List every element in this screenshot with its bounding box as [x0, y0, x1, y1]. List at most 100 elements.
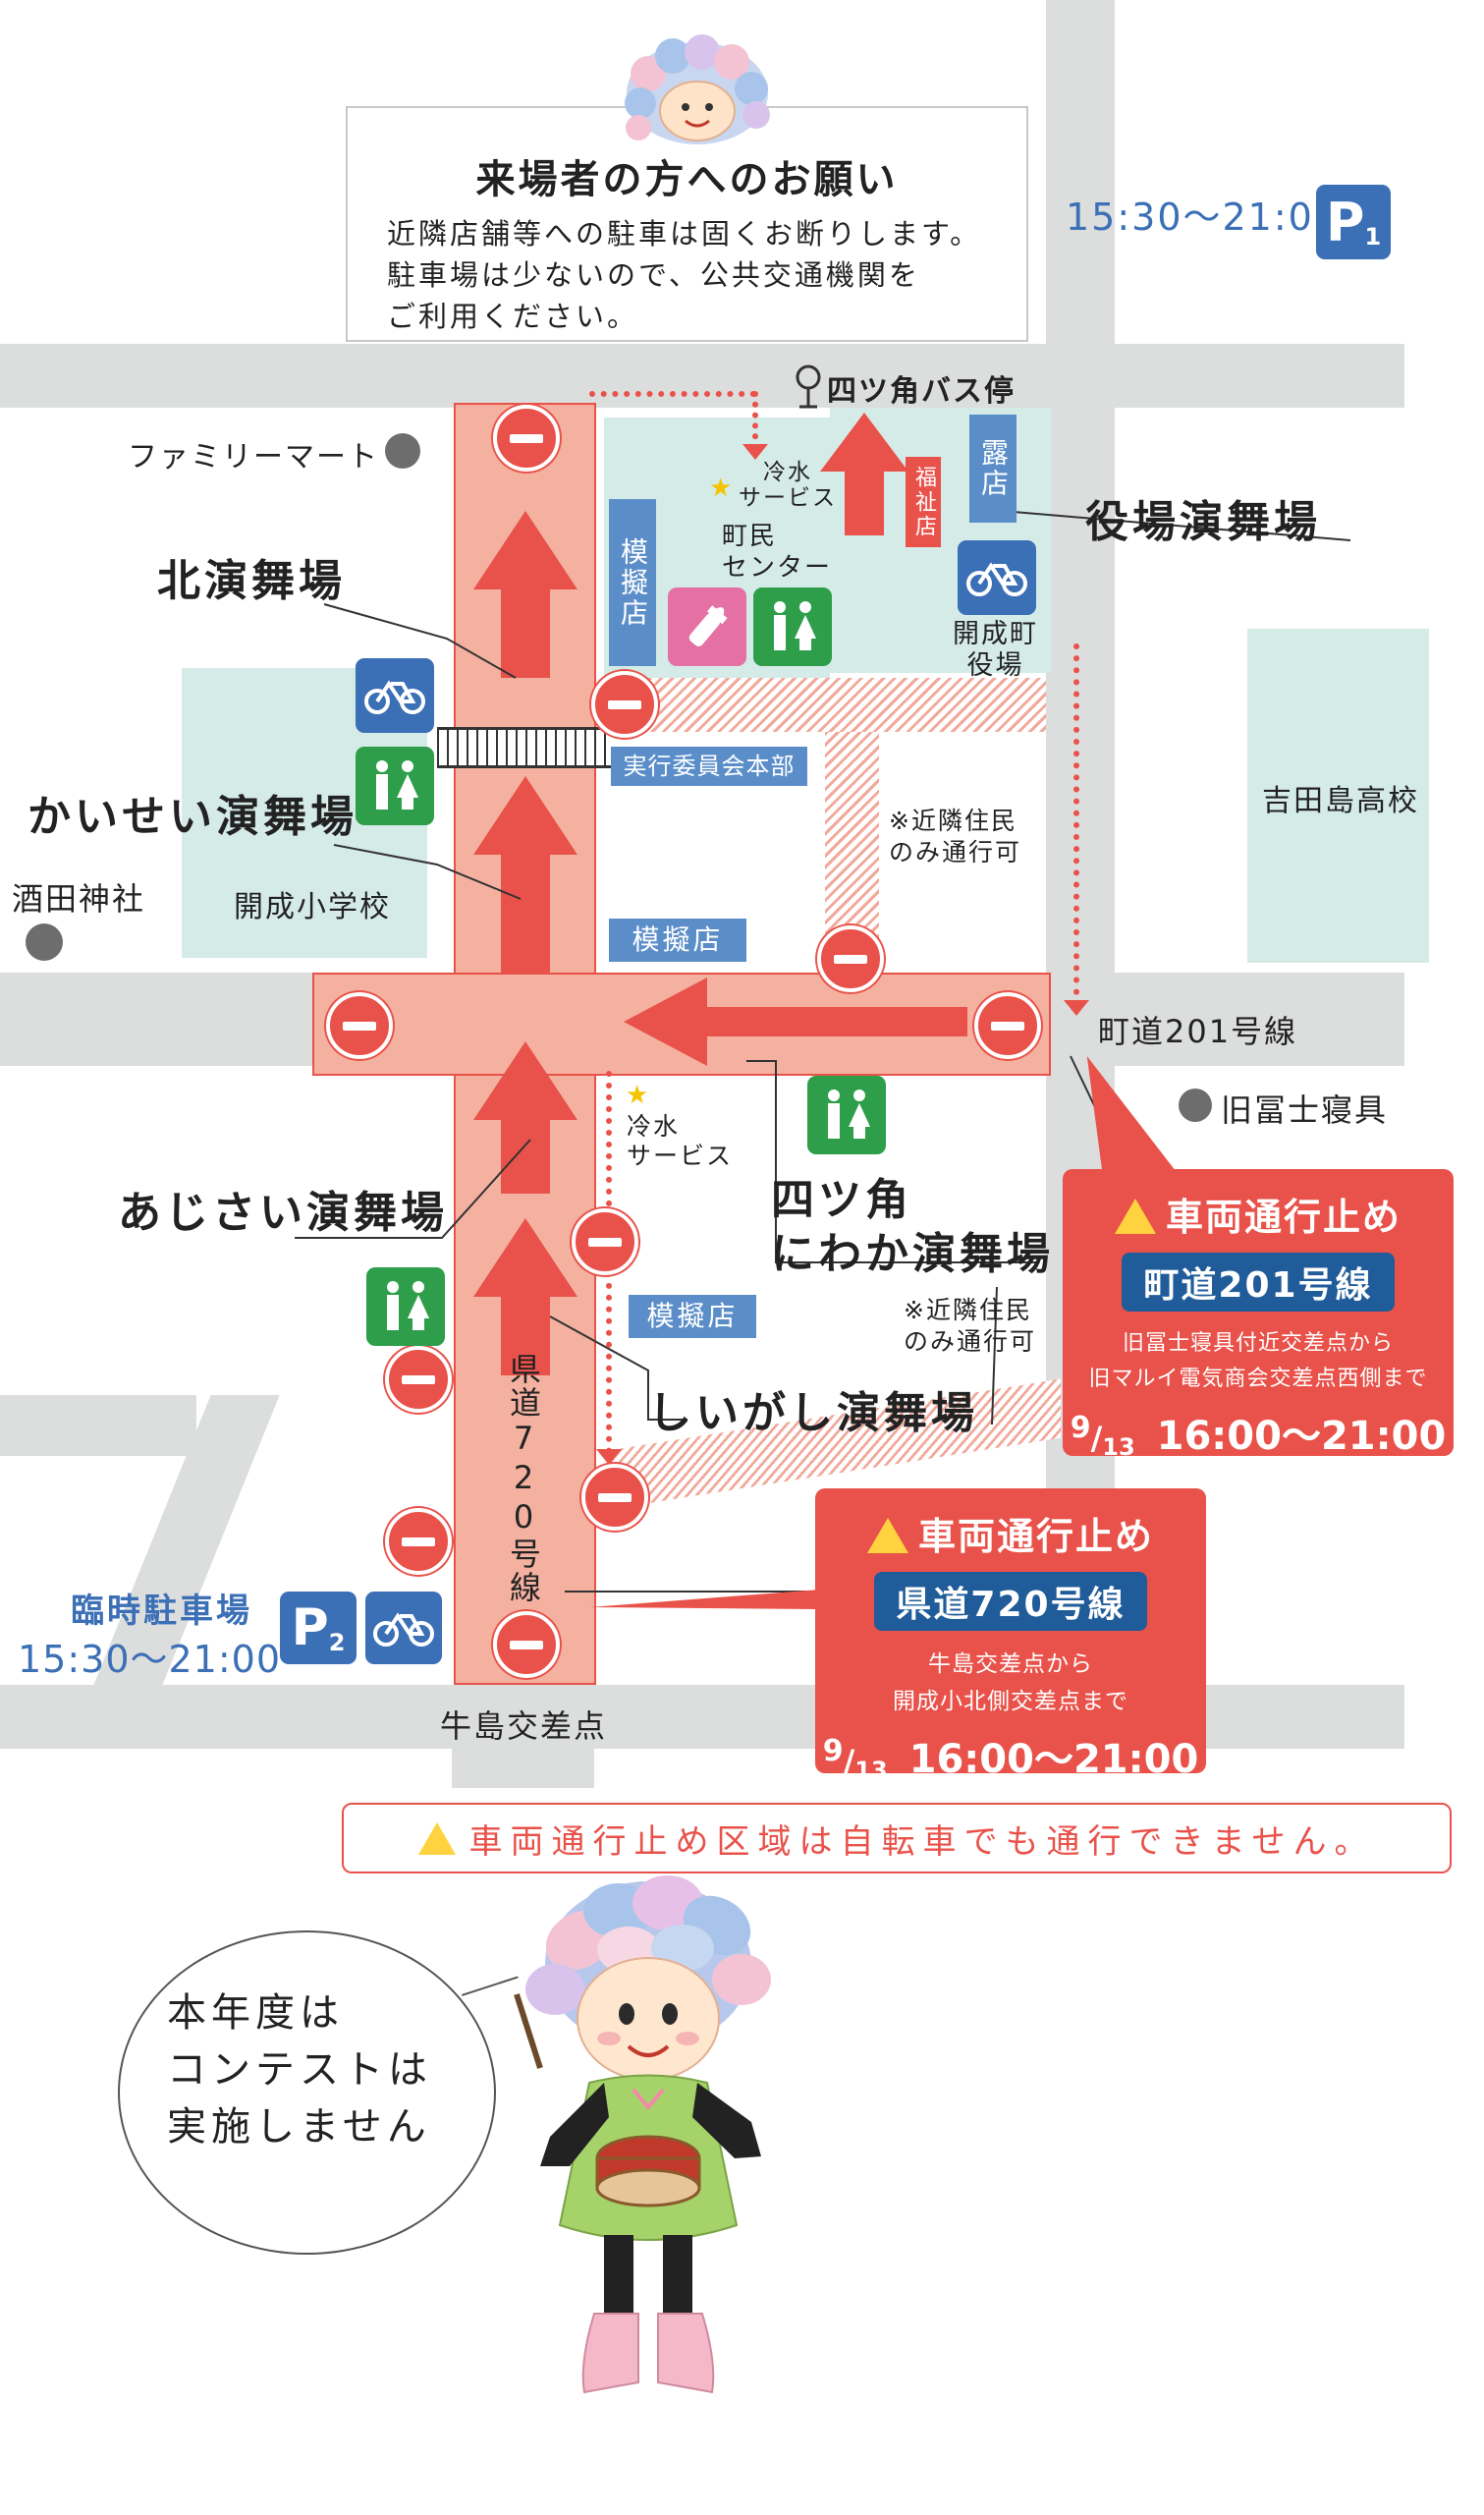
arrow-north-office — [820, 413, 908, 535]
road-top-horizontal — [0, 344, 1404, 408]
date-day: 13 — [1102, 1433, 1135, 1461]
restroom-icon — [366, 1267, 445, 1346]
bicycle-parking-icon — [365, 1592, 442, 1664]
notice-line: 近隣店舗等への駐車は固くお断りします。 — [387, 217, 982, 251]
route-dotted-bus — [589, 391, 756, 397]
closure-desc: 旧マルイ電気商会交差点西側まで — [1088, 1367, 1428, 1391]
stage-niwaka-label: にわか演舞場 — [771, 1229, 1054, 1279]
star-icon: ★ — [626, 1081, 649, 1110]
notice-line: ご利用ください。 — [387, 300, 639, 333]
mogi-stall-vertical: 模擬店 — [609, 499, 656, 666]
stage-shiigashi-label: しいがし演舞場 — [648, 1388, 978, 1438]
arrow-north-2 — [473, 776, 577, 973]
restroom-icon — [356, 747, 434, 825]
no-entry-sign — [385, 1346, 452, 1413]
closure-datetime: 9/13 16:00〜21:00 — [1070, 1411, 1447, 1461]
arrow-west-201 — [624, 978, 967, 1066]
pedestrian-bridge — [437, 727, 614, 768]
yoshidajima-high-label: 吉田島高校 — [1262, 784, 1419, 818]
block-yoshidajima-high — [1247, 629, 1429, 963]
closure-alert-720: 車両通行止め 県道720号線 牛島交差点から 開成小北側交差点まで 9/13 1… — [815, 1488, 1206, 1784]
bus-stop-label: 四ツ角バス停 — [827, 374, 1016, 409]
speech-line: 実施しません — [167, 2104, 431, 2150]
notice-line: 駐車場は少ないので、公共交通機関を — [387, 258, 920, 292]
closure-alert-title-row: 車両通行止め — [815, 1506, 1206, 1560]
arrow-north-1 — [473, 511, 577, 678]
mogi-stall-2: 模擬店 — [629, 1295, 756, 1338]
closure-time: 16:00〜21:00 — [1156, 1414, 1447, 1459]
bicycle-parking-icon — [958, 540, 1036, 615]
route-dotted-office-arrowhead — [1064, 1000, 1089, 1016]
speech-text: 本年度は コンテストは 実施しません — [167, 1984, 432, 2155]
stage-yotsukado-label: 四ツ角 — [771, 1175, 912, 1225]
parking-number: 2 — [328, 1629, 346, 1656]
parking-2-title: 臨時駐車場 — [71, 1592, 252, 1631]
restroom-icon — [753, 587, 832, 666]
date-month: 9 — [822, 1734, 844, 1768]
arrow-north-4 — [473, 1218, 577, 1375]
date-month: 9 — [1070, 1411, 1091, 1445]
route-dotted-bus-down — [752, 391, 758, 450]
kaisei-school-label: 開成小学校 — [234, 890, 391, 924]
familymart-dot — [385, 433, 420, 469]
familymart-label: ファミリーマート — [128, 440, 379, 475]
residents-only-2: ※近隣住民 のみ通行可 — [904, 1296, 1037, 1356]
stage-kita-label: 北演舞場 — [157, 556, 346, 606]
arrow-north-3 — [473, 1041, 577, 1194]
kyufuji-dot — [1179, 1089, 1212, 1122]
no-entry-sign — [817, 925, 884, 992]
sakata-shrine-label: 酒田神社 — [12, 880, 146, 918]
bicycle-parking-icon — [356, 658, 434, 733]
notice-title: 来場者の方へのお願い — [475, 157, 899, 202]
water-service-2: 冷水 サービス — [627, 1112, 734, 1170]
bicycle-notice-text: 車両通行止め区域は自転車でも通行できません。 — [468, 1821, 1376, 1862]
mogi-stall-1: 模擬店 — [609, 919, 746, 962]
no-entry-sign — [326, 992, 393, 1059]
route-dotted-office — [1073, 643, 1079, 1007]
warning-icon — [1114, 1199, 1156, 1234]
stage-yakuba-label: 役場演舞場 — [1085, 497, 1321, 547]
no-entry-sign — [493, 405, 560, 472]
speech-bubble — [118, 1930, 496, 2255]
closure-road-pill: 町道201号線 — [1122, 1253, 1395, 1312]
warning-icon — [866, 1518, 908, 1553]
visitor-notice-box: 来場者の方へのお願い 近隣店舗等への駐車は固くお断りします。 駐車場は少ないので… — [346, 106, 1028, 342]
restroom-icon — [807, 1076, 886, 1154]
route-720-vertical-label: 県道720号線 — [505, 1353, 542, 1604]
closure-datetime: 9/13 16:00〜21:00 — [822, 1734, 1199, 1784]
no-entry-sign — [385, 1508, 452, 1575]
parking-letter: P — [291, 1598, 329, 1657]
ushijima-label: 牛島交差点 — [440, 1707, 608, 1745]
stage-ajisai-label: あじさい演舞場 — [118, 1188, 448, 1238]
fukushi-box: 福祉店 — [906, 457, 941, 547]
closure-alert-title-row: 車両通行止め — [1063, 1187, 1454, 1241]
hatch-residents-horizontal — [604, 678, 1046, 732]
closure-title: 車両通行止め — [1165, 1196, 1402, 1239]
route-dotted-bus-arrowhead — [742, 444, 768, 460]
no-entry-sign — [974, 992, 1041, 1059]
no-entry-sign — [493, 1611, 560, 1678]
bicycle-notice-box: 車両通行止め区域は自転車でも通行できません。 — [342, 1803, 1452, 1873]
town-center-label: 町民 センター — [722, 522, 833, 583]
route-dotted-shiigashi-arrowhead — [596, 1449, 622, 1465]
roten-box: 露店 — [969, 415, 1017, 523]
closure-road-pill: 県道720号線 — [874, 1572, 1147, 1631]
sakata-shrine-dot — [26, 923, 63, 961]
closure-title: 車両通行止め — [917, 1515, 1154, 1558]
road-left-stub — [0, 1395, 196, 1456]
direction-arrows — [295, 413, 1351, 1593]
closure-desc: 旧冨士寝具付近交差点から — [1122, 1331, 1394, 1356]
mascot-head-icon — [625, 34, 770, 144]
no-entry-sign — [591, 671, 658, 738]
closure-desc: 開成小北側交差点まで — [893, 1689, 1128, 1714]
baby-bottle-icon — [668, 587, 746, 666]
closure-desc: 牛島交差点から — [928, 1651, 1093, 1677]
warning-icon — [417, 1821, 456, 1855]
hq-box: 実行委員会本部 — [611, 747, 807, 786]
closure-alert-201: 車両通行止め 町道201号線 旧冨士寝具付近交差点から 旧マルイ電気商会交差点西… — [1063, 1169, 1454, 1461]
stage-kaisei-label: かいせい演舞場 — [27, 792, 357, 842]
speech-line: コンテストは — [167, 2047, 432, 2093]
mascot-character-illustration — [514, 1875, 771, 2394]
